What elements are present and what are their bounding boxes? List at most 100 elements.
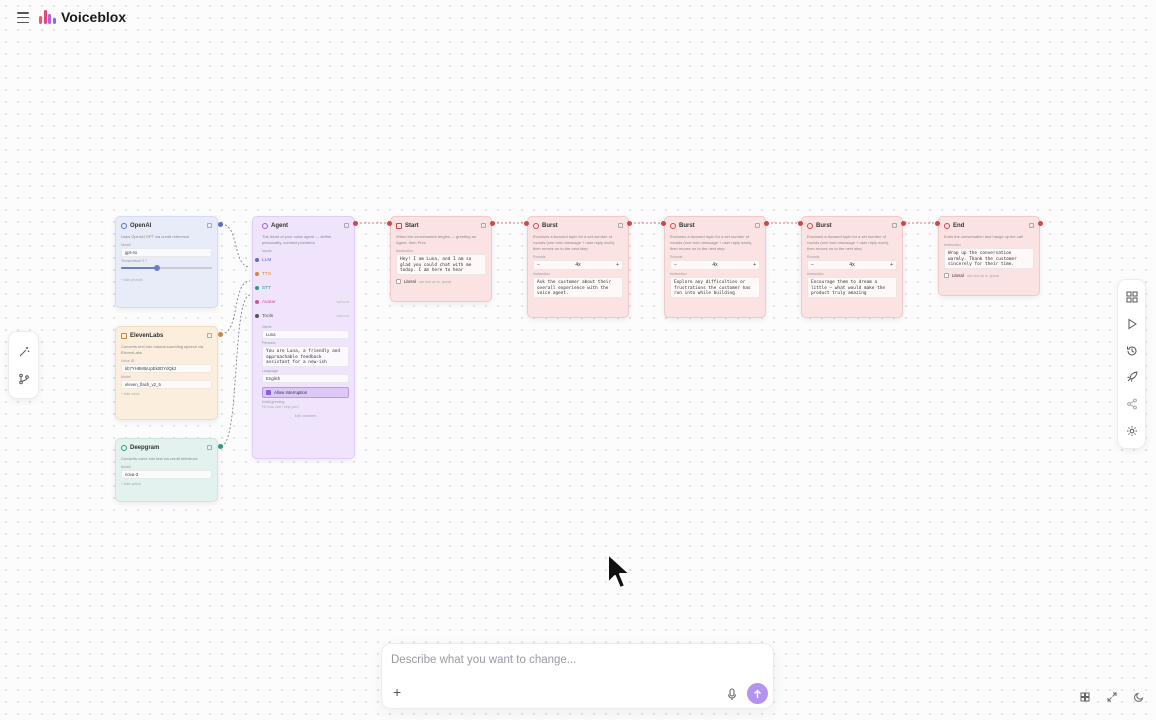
- node-title: Start: [405, 222, 419, 229]
- increment-button[interactable]: +: [616, 262, 619, 268]
- start-text-textarea[interactable]: Hey! I am Luna, and I am so glad you cou…: [396, 254, 486, 275]
- agent-input-tts[interactable]: TTS: [255, 267, 349, 281]
- pin-icon[interactable]: [481, 223, 486, 228]
- burst-2-output-port[interactable]: [764, 221, 769, 226]
- start-node[interactable]: Start When the conversation begins — gre…: [390, 216, 492, 302]
- deepgram-output-port[interactable]: [218, 444, 223, 449]
- allow-interruption-toggle[interactable]: Allow Interruption: [262, 387, 349, 398]
- end-text-textarea[interactable]: Wrap up the conversation warmly. Thank t…: [944, 248, 1034, 269]
- openai-output-port[interactable]: [218, 222, 223, 227]
- start-output-port[interactable]: [490, 221, 495, 226]
- burst-instruction-textarea[interactable]: Ask the customer about their overall exp…: [533, 277, 623, 298]
- node-description: Converts text into natural-sounding spee…: [121, 344, 204, 355]
- pin-icon[interactable]: [1029, 223, 1034, 228]
- share-icon[interactable]: [1122, 394, 1142, 414]
- voice-id-input[interactable]: kb7YH8M5iUpEk0DYdQk2: [121, 364, 212, 373]
- burst-node-3[interactable]: Burst Encloses a focused topic for a set…: [801, 216, 903, 318]
- arrow-up-icon: [754, 689, 761, 698]
- agent-output-port[interactable]: [353, 221, 358, 226]
- minimap-icon[interactable]: [1078, 690, 1092, 704]
- menu-icon[interactable]: [17, 12, 29, 23]
- end-node[interactable]: End Ends the conversation and hangs up t…: [938, 216, 1040, 296]
- elevenlabs-node[interactable]: ElevenLabs Converts text into natural-so…: [115, 326, 218, 420]
- language-select[interactable]: English: [262, 374, 349, 383]
- checkbox-icon: [396, 279, 401, 284]
- field-label: Model: [121, 465, 131, 469]
- burst-3-output-port[interactable]: [901, 221, 906, 226]
- model-select[interactable]: gpt-4o: [121, 248, 212, 257]
- toggle-label: Allow Interruption: [274, 390, 308, 395]
- rounds-value: 4x: [849, 262, 855, 268]
- edit-variables-link[interactable]: Edit variables: [294, 414, 317, 418]
- mouse-cursor-icon: [607, 553, 631, 589]
- play-icon: [396, 222, 402, 229]
- input-hint: optional: [336, 300, 349, 304]
- add-prompt-link[interactable]: + Add prompt: [121, 278, 143, 282]
- settings-icon[interactable]: [1122, 421, 1142, 441]
- agent-input-stt[interactable]: STT: [255, 281, 349, 295]
- temperature-slider[interactable]: [121, 265, 212, 271]
- literal-checkbox[interactable]: Literal use text as is, speak: [396, 279, 486, 284]
- node-description: Converts voice into text via credit refe…: [121, 456, 198, 461]
- burst-instruction-textarea[interactable]: Explore any difficulties or frustrations…: [670, 277, 760, 298]
- pin-icon[interactable]: [755, 223, 760, 228]
- burst-2-input-port[interactable]: [661, 221, 666, 226]
- decrement-button[interactable]: −: [811, 262, 814, 268]
- history-icon[interactable]: [1122, 341, 1142, 361]
- agent-name-input[interactable]: Luna: [262, 330, 349, 339]
- deepgram-icon: [121, 444, 127, 451]
- rounds-stepper[interactable]: − 4x +: [670, 260, 760, 270]
- rounds-stepper[interactable]: − 4x +: [533, 260, 623, 270]
- play-icon[interactable]: [1122, 314, 1142, 334]
- burst-3-input-port[interactable]: [798, 221, 803, 226]
- pin-icon[interactable]: [207, 445, 212, 450]
- chat-input[interactable]: [391, 654, 761, 666]
- agent-input-tools[interactable]: Tools optional: [255, 309, 349, 323]
- agent-input-llm[interactable]: LLM: [255, 253, 349, 267]
- fullscreen-icon[interactable]: [1105, 690, 1119, 704]
- rounds-stepper[interactable]: − 4x +: [807, 260, 897, 270]
- burst-instruction-textarea[interactable]: Encourage them to dream a little — what …: [807, 277, 897, 298]
- start-input-port[interactable]: [387, 221, 392, 226]
- agent-persona-textarea[interactable]: You are Luna, a friendly and approachabl…: [262, 346, 349, 367]
- agent-input-avatar[interactable]: Avatar optional: [255, 295, 349, 309]
- elevenlabs-output-port[interactable]: [218, 332, 223, 337]
- rocket-icon[interactable]: [1122, 367, 1142, 387]
- rounds-value: 4x: [712, 262, 718, 268]
- add-voice-link[interactable]: + Add voice: [121, 392, 140, 396]
- pin-icon[interactable]: [618, 223, 623, 228]
- end-output-port[interactable]: [1038, 221, 1043, 226]
- attach-button[interactable]: +: [393, 684, 402, 700]
- pin-icon[interactable]: [344, 223, 349, 228]
- increment-button[interactable]: +: [753, 262, 756, 268]
- node-description: The heart of your voice agent — define p…: [262, 234, 332, 245]
- right-toolbar: [1117, 279, 1146, 449]
- increment-button[interactable]: +: [890, 262, 893, 268]
- deepgram-node[interactable]: Deepgram Converts voice into text via cr…: [115, 438, 218, 502]
- end-input-port[interactable]: [935, 221, 940, 226]
- literal-checkbox[interactable]: Literal use text as is, speak: [944, 273, 1034, 278]
- pin-icon[interactable]: [892, 223, 897, 228]
- decrement-button[interactable]: −: [537, 262, 540, 268]
- model-select[interactable]: eleven_flash_v2_5: [121, 380, 212, 389]
- grid-icon[interactable]: [1122, 287, 1142, 307]
- git-branch-icon[interactable]: [14, 369, 34, 389]
- pin-icon[interactable]: [207, 223, 212, 228]
- burst-node-2[interactable]: Burst Encloses a focused topic for a set…: [664, 216, 766, 318]
- moon-icon[interactable]: [1132, 690, 1146, 704]
- node-title: OpenAI: [130, 222, 152, 229]
- add-option-link[interactable]: + Add option: [121, 482, 142, 486]
- logo-icon: [39, 10, 56, 24]
- microphone-icon[interactable]: [727, 688, 737, 706]
- pin-icon[interactable]: [207, 333, 212, 338]
- agent-node[interactable]: Agent The heart of your voice agent — de…: [252, 216, 355, 459]
- burst-1-output-port[interactable]: [627, 221, 632, 226]
- burst-node-1[interactable]: Burst Encloses a focused topic for a set…: [527, 216, 629, 318]
- burst-1-input-port[interactable]: [524, 221, 529, 226]
- send-button[interactable]: [747, 683, 768, 704]
- decrement-button[interactable]: −: [674, 262, 677, 268]
- node-description: Ends the conversation and hangs up the c…: [944, 234, 1023, 239]
- openai-node[interactable]: OpenAI Uses OpenAI GPT via credit refere…: [115, 216, 218, 308]
- model-select[interactable]: nova-3: [121, 470, 212, 479]
- magic-wand-icon[interactable]: [14, 342, 34, 362]
